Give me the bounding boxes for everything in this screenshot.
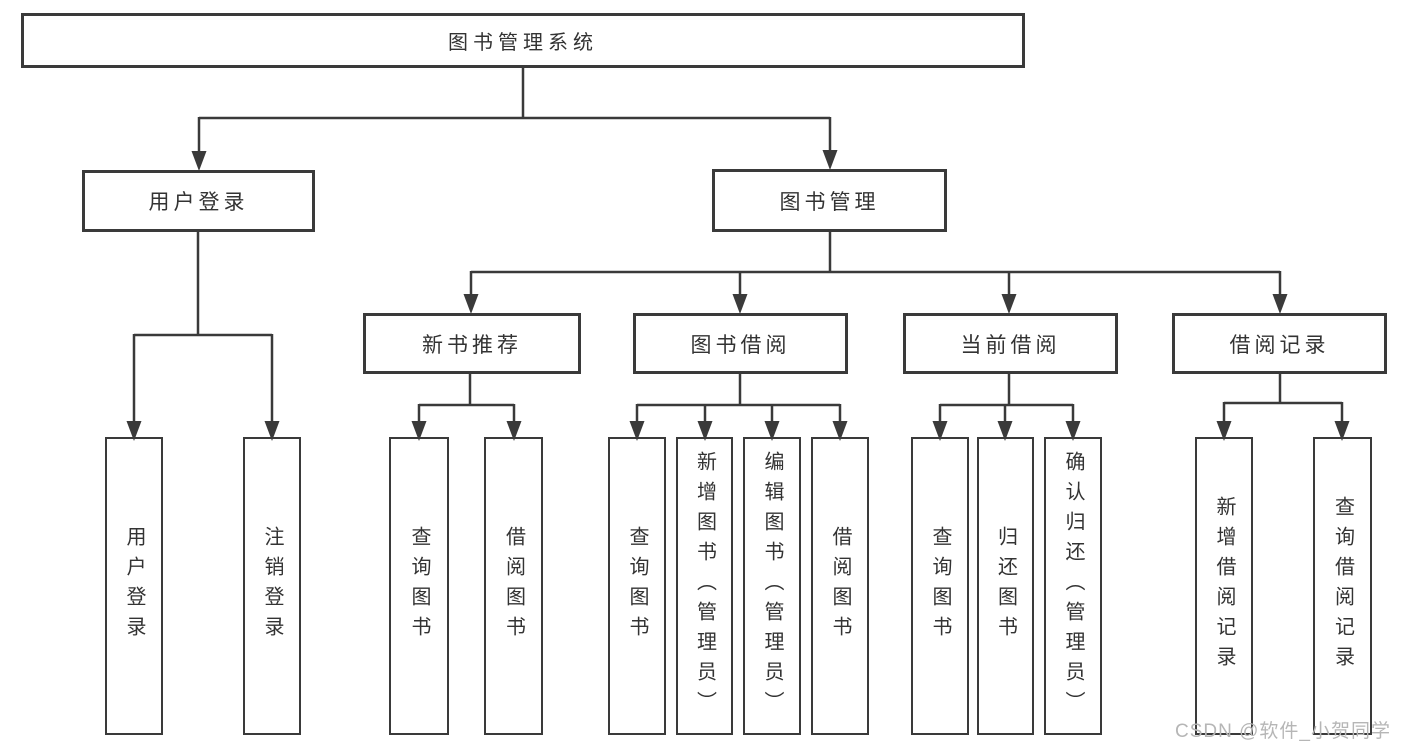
node-label: 图书借阅 — [690, 333, 791, 357]
connector-user-login-children — [132, 230, 274, 423]
leaf-query-books-borrowing: 查询图书 — [608, 437, 666, 735]
connector-root-children — [197, 66, 832, 152]
node-book-management: 图书管理 — [712, 169, 947, 232]
connector-book-borrowing-children — [635, 372, 842, 423]
leaf-query-books-recommend: 查询图书 — [389, 437, 449, 735]
node-label: 图书管理 — [779, 190, 880, 214]
leaf-confirm-return-admin: 确认归还（管理员） — [1044, 437, 1102, 735]
leaf-label: 新增借阅记录 — [1213, 496, 1235, 676]
leaf-logout: 注销登录 — [243, 437, 301, 735]
csdn-watermark: CSDN @软件_小贺同学 — [1175, 721, 1391, 742]
connector-new-book-children — [417, 372, 516, 423]
arrow-icon — [463, 294, 479, 314]
leaf-add-book-admin: 新增图书（管理员） — [676, 437, 733, 735]
node-user-login: 用户登录 — [82, 170, 315, 232]
leaf-add-borrow-record: 新增借阅记录 — [1195, 437, 1253, 735]
leaf-user-login: 用户登录 — [105, 437, 163, 735]
arrow-icon — [191, 151, 207, 171]
leaf-label: 注销登录 — [261, 526, 283, 646]
node-book-borrowing: 图书借阅 — [633, 313, 848, 374]
leaf-label: 借阅图书 — [829, 526, 851, 646]
node-library-system: 图书管理系统 — [21, 13, 1025, 68]
leaf-borrow-books-borrowing: 借阅图书 — [811, 437, 869, 735]
leaf-label: 编辑图书（管理员） — [761, 451, 783, 721]
arrow-icon — [1001, 294, 1017, 314]
leaf-label: 查询借阅记录 — [1331, 496, 1354, 676]
arrow-icon — [822, 150, 838, 170]
leaf-label: 归还图书 — [994, 526, 1017, 646]
leaf-return-books: 归还图书 — [977, 437, 1034, 735]
arrow-icon — [732, 294, 748, 314]
leaf-label: 用户登录 — [123, 526, 145, 646]
leaf-query-borrow-record: 查询借阅记录 — [1313, 437, 1372, 735]
leaf-label: 查询图书 — [626, 526, 648, 646]
connector-current-borrowing-children — [938, 372, 1075, 423]
leaf-edit-book-admin: 编辑图书（管理员） — [743, 437, 801, 735]
node-label: 图书管理系统 — [448, 32, 598, 54]
leaf-query-books-current: 查询图书 — [911, 437, 969, 735]
leaf-label: 新增图书（管理员） — [693, 451, 716, 721]
node-borrowing-records: 借阅记录 — [1172, 313, 1387, 374]
node-label: 借阅记录 — [1229, 333, 1330, 357]
leaf-label: 查询图书 — [929, 526, 951, 646]
connector-book-management-children — [469, 230, 1282, 296]
leaf-label: 借阅图书 — [502, 526, 525, 646]
leaf-borrow-books-recommend: 借阅图书 — [484, 437, 543, 735]
leaf-label: 查询图书 — [408, 526, 430, 646]
arrow-icon — [1272, 294, 1288, 314]
node-new-book-recommend: 新书推荐 — [363, 313, 581, 374]
node-label: 用户登录 — [148, 191, 249, 214]
node-current-borrowing: 当前借阅 — [903, 313, 1118, 374]
leaf-label: 确认归还（管理员） — [1062, 451, 1084, 721]
connector-borrowing-records-children — [1222, 372, 1344, 423]
node-label: 新书推荐 — [422, 333, 522, 357]
node-label: 当前借阅 — [960, 333, 1061, 357]
